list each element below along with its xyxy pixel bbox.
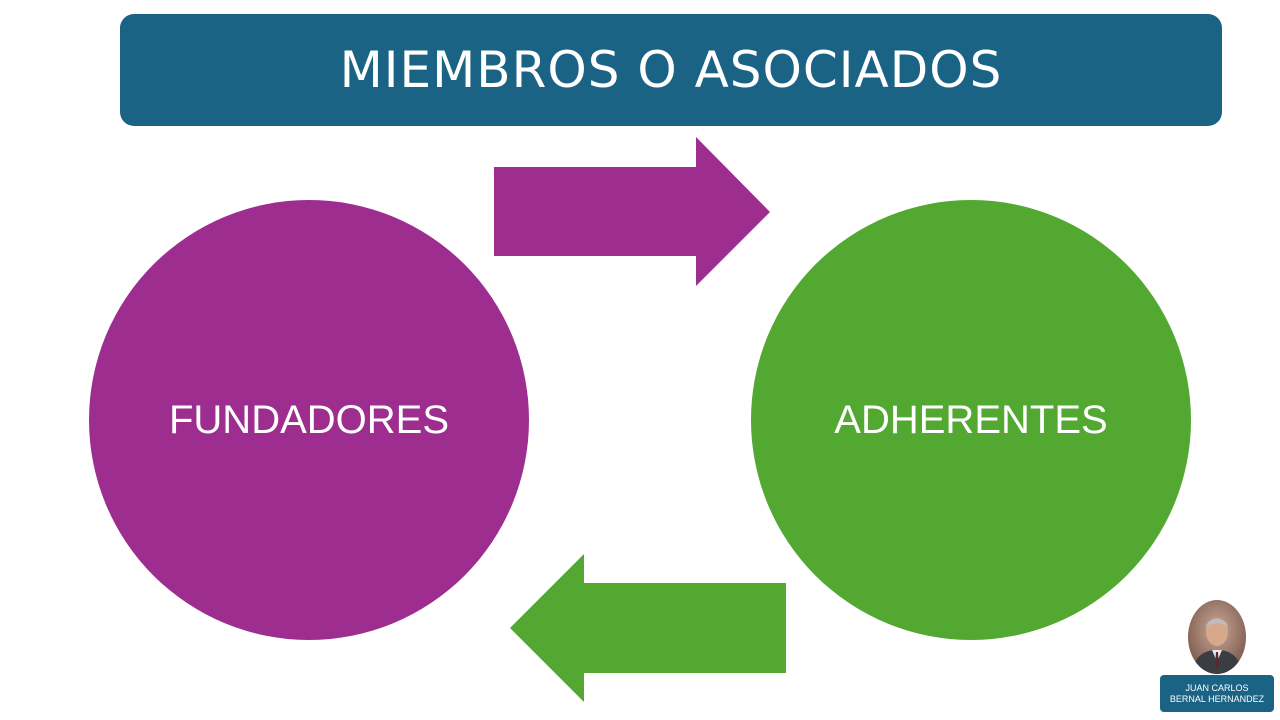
arrow-right-shape xyxy=(494,137,770,286)
fundadores-label: FUNDADORES xyxy=(168,397,450,442)
adherentes-label: ADHERENTES xyxy=(834,397,1108,442)
arrow-left-shape xyxy=(510,554,786,702)
author-badge: JUAN CARLOS BERNAL HERNANDEZ xyxy=(1160,600,1274,712)
author-last-name: BERNAL HERNANDEZ xyxy=(1169,693,1265,704)
slide-title: MIEMBROS O ASOCIADOS xyxy=(339,41,1003,99)
author-avatar xyxy=(1188,600,1246,674)
adherentes-node: ADHERENTES xyxy=(751,200,1191,640)
fundadores-node: FUNDADORES xyxy=(89,200,529,640)
title-banner: MIEMBROS O ASOCIADOS xyxy=(120,14,1222,126)
arrow-left-icon xyxy=(510,554,786,702)
author-name-tag: JUAN CARLOS BERNAL HERNANDEZ xyxy=(1160,675,1274,712)
author-portrait-icon xyxy=(1188,600,1246,674)
arrow-right-icon xyxy=(494,137,770,286)
author-first-name: JUAN CARLOS xyxy=(1185,682,1249,693)
